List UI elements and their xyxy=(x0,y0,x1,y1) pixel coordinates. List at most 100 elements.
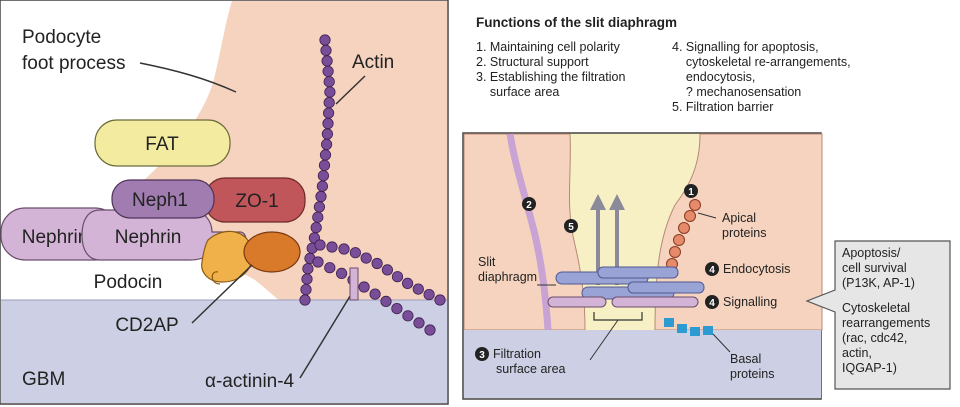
actin-bead xyxy=(301,273,313,285)
actin-bead xyxy=(358,281,370,293)
actin-bead xyxy=(412,283,424,295)
actin-bead xyxy=(314,239,326,251)
callout-top-line3: (P13K, AP-1) xyxy=(842,276,915,290)
apical-bead xyxy=(669,246,681,258)
actin-bead xyxy=(326,241,338,253)
function-item-2: 3. Establishing the filtration xyxy=(476,70,625,84)
marker-1-dot xyxy=(684,184,698,198)
actin-bead xyxy=(391,271,404,283)
functions-title: Functions of the slit diaphragm xyxy=(476,15,677,30)
actin-filaments xyxy=(299,34,446,336)
basal-leader xyxy=(712,333,731,353)
neph1-protein xyxy=(111,179,215,219)
podocyte-leader xyxy=(139,62,237,93)
actinin-leader xyxy=(299,287,356,379)
function-item-3: surface area xyxy=(476,85,559,99)
endocytosis-label: Endocytosis xyxy=(723,262,790,276)
slit-bar xyxy=(597,266,679,279)
slit-bar-lower xyxy=(547,296,607,308)
apical-leader xyxy=(697,212,717,219)
apical-bead xyxy=(678,222,690,234)
callout-bottom-line3: (rac, cdc42, xyxy=(842,331,907,345)
actin-bead xyxy=(319,149,332,161)
schematic-gbm xyxy=(464,330,821,398)
actin-bead xyxy=(434,294,446,306)
actin-bead xyxy=(380,295,392,307)
function-item-1: cytoskeletal re-arrangements, xyxy=(672,55,851,69)
podocin-label: Podocin xyxy=(94,272,163,293)
callout-top-line1: Apoptosis/ xyxy=(842,246,901,260)
filtration-arrowhead xyxy=(590,194,606,210)
basal-block xyxy=(664,318,674,327)
actin-bead xyxy=(312,211,324,223)
cd2ap-leader xyxy=(191,264,253,324)
marker-1: 1 xyxy=(684,184,698,198)
actin-bead xyxy=(310,222,322,234)
actin-bead xyxy=(401,277,414,289)
marker-4b-number: 4 xyxy=(709,298,715,309)
signalling-label: Signalling xyxy=(723,295,777,309)
actinin-label: α-actinin-4 xyxy=(205,371,295,392)
actin-bead xyxy=(313,201,325,213)
basal-block xyxy=(703,326,713,335)
actin-bead xyxy=(413,317,425,329)
marker-4a-number: 4 xyxy=(709,265,715,276)
callout-bottom-line4: actin, xyxy=(842,346,872,360)
actin-bead xyxy=(338,243,350,255)
actin-bead xyxy=(299,294,311,306)
actin-bead xyxy=(423,288,435,301)
actin-bead xyxy=(322,117,334,130)
basal-block xyxy=(690,327,700,336)
actin-bead xyxy=(319,34,331,46)
podocin-protein xyxy=(201,230,253,283)
callout-bottom-line2: rearrangements xyxy=(842,316,930,330)
slit-bar-lower xyxy=(611,296,699,308)
actin-bead xyxy=(324,262,336,274)
callout-top-line2: cell survival xyxy=(842,261,907,275)
actin-bead xyxy=(322,107,335,119)
slit-bar xyxy=(627,281,705,294)
actin-bead xyxy=(323,97,335,109)
marker-2-dot xyxy=(522,197,536,211)
marker-5-number: 5 xyxy=(568,222,574,233)
nephrin-inner-label: Nephrin xyxy=(115,227,182,248)
marker-1-number: 1 xyxy=(688,187,694,198)
left-panel: FAT Nephrin Nephrin ZO-1 Neph1 Podocin C… xyxy=(0,0,449,405)
marker-4a-dot xyxy=(705,262,719,276)
gbm-region xyxy=(1,300,447,403)
filtration-label-line2: surface area xyxy=(496,362,566,376)
actinin-crosslink xyxy=(349,267,359,301)
marker-2: 2 xyxy=(522,197,536,211)
apical-bead xyxy=(673,234,685,246)
cd2ap-protein xyxy=(243,231,301,273)
podocyte-label-line1: Podocyte xyxy=(22,27,101,48)
fat-protein xyxy=(94,119,231,167)
podocyte-label-line2: foot process xyxy=(22,53,126,74)
basal-label-line2: proteins xyxy=(730,367,774,381)
zo1-label: ZO-1 xyxy=(235,191,278,212)
neph1-label: Neph1 xyxy=(132,190,188,211)
actin-bead xyxy=(316,180,328,192)
basal-block xyxy=(677,324,687,333)
actin-bead xyxy=(335,267,348,279)
marker-3-dot xyxy=(475,347,489,361)
fat-label: FAT xyxy=(145,134,179,155)
actin-bead xyxy=(369,288,381,300)
actin-leader xyxy=(335,75,366,105)
actin-bead xyxy=(402,310,414,322)
filtration-arrowhead xyxy=(609,194,625,210)
marker-3-number: 3 xyxy=(479,350,485,361)
actin-bead xyxy=(323,76,335,88)
slit-diaphragm-bars xyxy=(547,266,705,308)
apical-label-line1: Apical xyxy=(722,211,756,225)
marker-5-dot xyxy=(564,219,578,233)
actin-bead xyxy=(371,257,383,270)
function-item-0: 1. Maintaining cell polarity xyxy=(476,40,621,54)
actin-bead xyxy=(320,138,333,150)
actin-bead xyxy=(315,190,327,203)
actin-label: Actin xyxy=(352,52,394,73)
marker-4-signalling: 4 xyxy=(705,295,719,309)
functions-column-2: 4. Signalling for apoptosis, cytoskeleta… xyxy=(672,40,851,114)
actin-bead xyxy=(302,263,314,275)
